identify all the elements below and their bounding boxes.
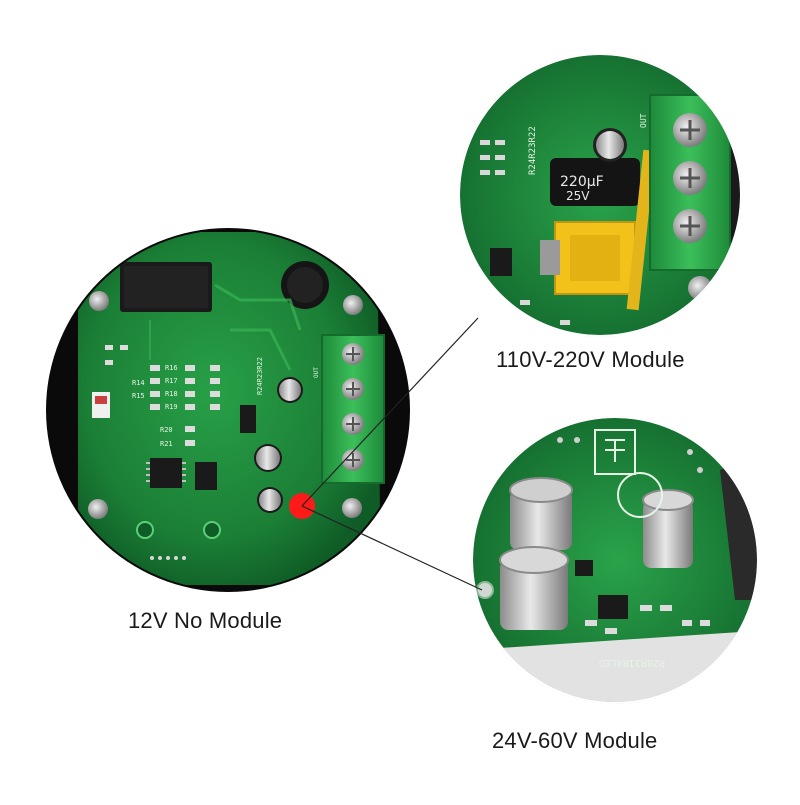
svg-text:R17: R17 [165, 377, 178, 385]
svg-text:R14: R14 [132, 379, 145, 387]
callout-line-bottom [301, 505, 483, 591]
top-silk-r24: R24R23R22 [528, 126, 538, 175]
module-24-60-inset: R28R31R4LED [471, 416, 759, 704]
svg-text:R16: R16 [165, 364, 178, 372]
svg-text:R20: R20 [160, 426, 173, 434]
svg-text:R19: R19 [165, 403, 178, 411]
svg-text:R15: R15 [132, 392, 145, 400]
main-out-label: OUT [313, 367, 320, 378]
callout-lines [301, 317, 483, 591]
bottom-silk-r28: R28R31R4LED [599, 657, 665, 668]
cap-voltage-label: 25V [566, 189, 590, 203]
svg-text:R21: R21 [160, 440, 173, 448]
cap-value-label: 220µF [560, 174, 604, 190]
module-110-220-inset: R24R23R22 220µF 25V [458, 53, 742, 337]
svg-text:R18: R18 [165, 390, 178, 398]
callout-line-top [301, 317, 479, 507]
mounting-screws [88, 291, 363, 519]
label-110v-220v-module: 110V-220V Module [496, 347, 685, 372]
main-terminal-screws [342, 343, 364, 471]
label-24v-60v-module: 24V-60V Module [492, 728, 658, 753]
label-12v-no-module: 12V No Module [128, 608, 283, 633]
main-silk-r24: R24R23R22 [256, 357, 264, 395]
top-out-label: OUT [639, 113, 648, 128]
